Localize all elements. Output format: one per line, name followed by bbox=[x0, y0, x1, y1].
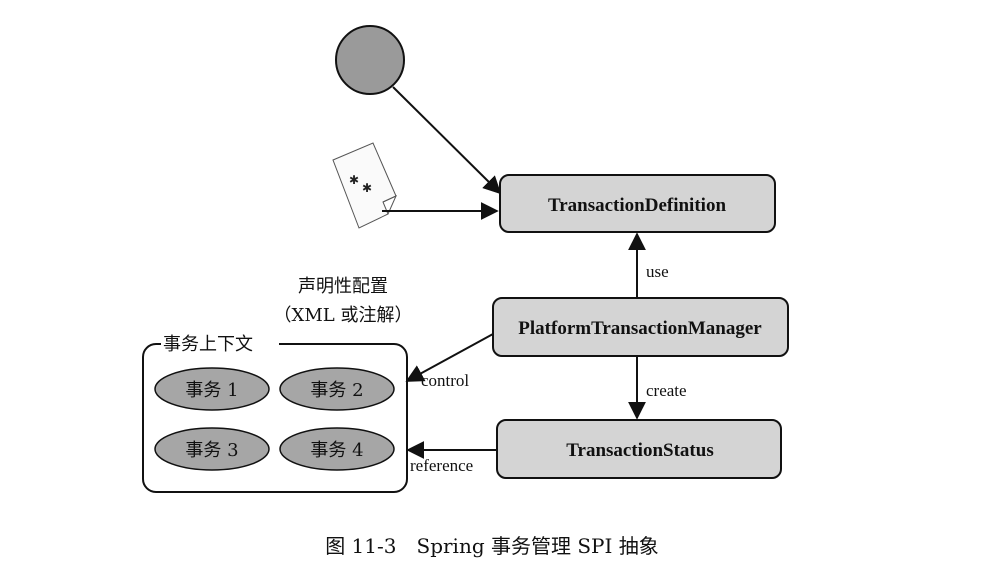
create-label: create bbox=[646, 381, 687, 400]
transaction-definition-label: TransactionDefinition bbox=[548, 195, 726, 216]
transaction-oval: 事务 1 bbox=[154, 367, 270, 411]
declarative-config-sublabel: （XML 或注解） bbox=[274, 305, 413, 326]
transaction-oval: 事务 4 bbox=[279, 427, 395, 471]
programmatic-source-circle bbox=[335, 25, 405, 95]
control-label: control bbox=[421, 371, 469, 390]
transaction-oval-label: 事务 2 bbox=[310, 380, 363, 401]
transaction-oval-label: 事务 4 bbox=[310, 440, 363, 461]
platform-transaction-manager-node: PlatformTransactionManager bbox=[492, 297, 789, 357]
circle-to-definition-arrow bbox=[392, 86, 502, 195]
figure-caption: 图 11-3 Spring 事务管理 SPI 抽象 bbox=[325, 534, 659, 558]
transaction-context-title: 事务上下文 bbox=[163, 334, 253, 355]
svg-text:✱: ✱ bbox=[349, 173, 359, 187]
transaction-definition-node: TransactionDefinition bbox=[499, 174, 776, 233]
use-label: use bbox=[646, 262, 669, 281]
reference-label: reference bbox=[410, 456, 473, 475]
transaction-oval: 事务 2 bbox=[279, 367, 395, 411]
transaction-status-node: TransactionStatus bbox=[496, 419, 782, 479]
transaction-oval-label: 事务 1 bbox=[185, 380, 238, 401]
transaction-status-label: TransactionStatus bbox=[566, 440, 713, 461]
transaction-context-box: 事务上下文 bbox=[142, 332, 408, 493]
svg-text:✱: ✱ bbox=[362, 181, 372, 195]
declarative-config-label: 声明性配置 bbox=[298, 276, 388, 297]
config-document-icon: ✱ ✱ bbox=[332, 142, 397, 229]
control-arrow bbox=[405, 333, 494, 382]
platform-transaction-manager-label: PlatformTransactionManager bbox=[518, 318, 762, 339]
transaction-oval: 事务 3 bbox=[154, 427, 270, 471]
transaction-oval-label: 事务 3 bbox=[185, 440, 238, 461]
